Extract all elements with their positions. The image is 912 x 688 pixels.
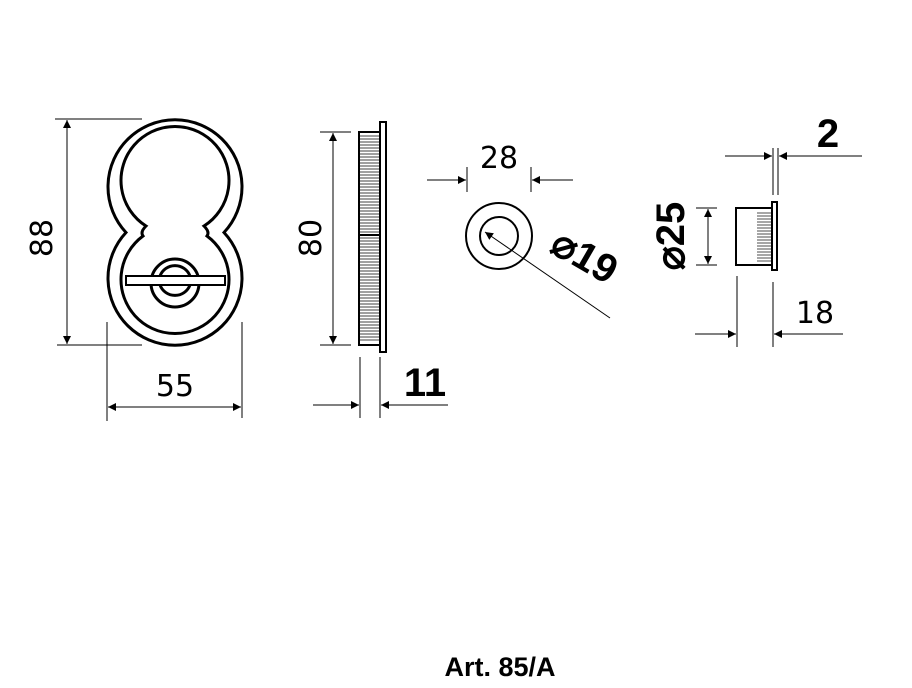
article-title: Art. 85/A: [444, 652, 555, 682]
disk-hub-top: [158, 264, 192, 277]
escutcheon-outer-outline: [106, 118, 244, 347]
escutcheon-side-view: [358, 121, 387, 353]
dim-label-2: 2: [817, 112, 839, 156]
dim-label-25: ⌀25: [649, 202, 693, 271]
cylinder-flange: [771, 201, 778, 271]
dimension-cylinder-length: 18: [695, 276, 843, 347]
escutcheon-inner-outline: [119, 124, 231, 335]
dimension-front-height: 88: [25, 118, 142, 346]
dimension-front-width: 55: [106, 322, 243, 421]
dim-label-55: 55: [156, 369, 194, 404]
escutcheon-front-view: [106, 118, 244, 347]
dim-label-88: 88: [25, 219, 60, 257]
ring-view: ⌀19: [465, 202, 625, 319]
ring-inner: [479, 216, 519, 256]
dimension-side-depth: 11: [313, 357, 448, 418]
dim-label-80: 80: [294, 219, 329, 257]
cylinder-body: [735, 207, 773, 266]
dim-label-18: 18: [796, 296, 834, 331]
dimension-ring-diameter: 28: [427, 141, 573, 192]
dimension-flange-thickness: 2: [725, 112, 862, 195]
dimension-side-height: 80: [294, 131, 351, 346]
turn-bar: [125, 275, 226, 286]
side-plate: [379, 121, 387, 353]
cylinder-side-view: [735, 201, 778, 271]
dim-label-28: 28: [480, 141, 518, 176]
dim-label-19: ⌀19: [544, 221, 625, 293]
disk-hub-bottom: [158, 284, 192, 297]
dim-label-11: 11: [404, 361, 446, 405]
dimension-cylinder-diameter: ⌀25: [649, 202, 717, 271]
